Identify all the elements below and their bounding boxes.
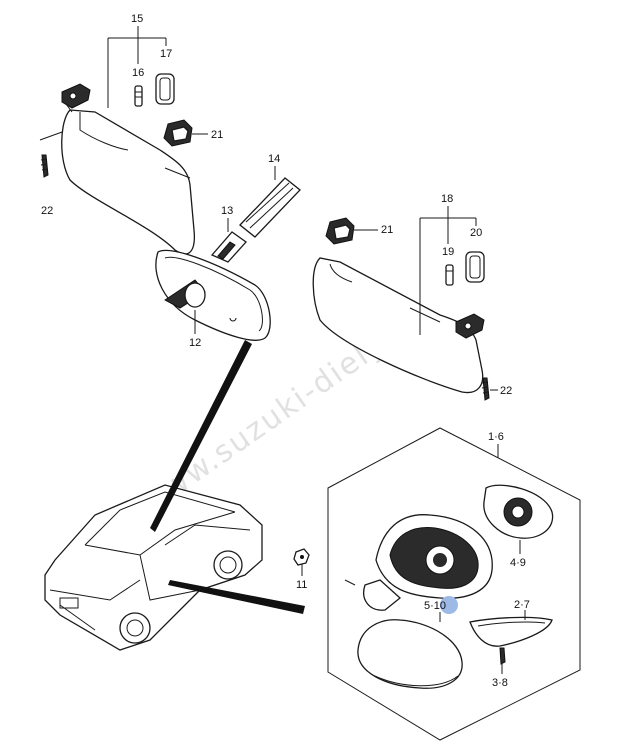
screw-3-8[interactable]	[499, 647, 506, 674]
cover-20[interactable]	[465, 251, 485, 283]
sun-visor-left[interactable]	[61, 83, 196, 255]
label-21-right: 21	[381, 224, 393, 236]
label-22-right: 22	[500, 385, 512, 397]
label-4-9: 4·9	[510, 557, 526, 569]
screw-19[interactable]	[445, 264, 454, 286]
mirror-glass-4-9[interactable]	[483, 484, 554, 539]
label-15: 15	[131, 13, 143, 25]
label-22-left: 22	[41, 205, 53, 217]
label-13: 13	[221, 205, 233, 217]
label-3-8: 3·8	[492, 677, 508, 689]
label-5-10: 5·10	[424, 600, 446, 612]
label-12: 12	[189, 337, 201, 349]
cover-14[interactable]	[239, 177, 301, 238]
leader-lines-15	[107, 26, 167, 108]
turn-signal-2-7[interactable]	[469, 616, 553, 647]
label-21-left: 21	[211, 129, 223, 141]
leader-lines-18	[419, 206, 477, 335]
holder-21-left[interactable]	[163, 119, 208, 147]
label-11: 11	[296, 579, 307, 591]
pointer-to-mirror	[150, 340, 252, 532]
bracket-13[interactable]	[210, 231, 247, 263]
screw-22-left[interactable]	[39, 131, 63, 178]
nut-11[interactable]	[293, 548, 310, 566]
highlight-marker	[440, 596, 458, 614]
label-1-6: 1·6	[488, 431, 504, 443]
screw-22-right[interactable]	[481, 377, 498, 401]
inside-mirror-12[interactable]	[155, 249, 271, 341]
pointer-to-door-mirror	[168, 580, 305, 614]
cover-17[interactable]	[155, 73, 175, 105]
label-2-7: 2·7	[514, 599, 530, 611]
label-20: 20	[470, 227, 482, 239]
label-18: 18	[441, 193, 453, 205]
car-illustration	[44, 484, 263, 651]
screw-16[interactable]	[134, 85, 143, 107]
label-19: 19	[442, 246, 454, 258]
door-mirror-assembly[interactable]	[344, 514, 493, 611]
label-16: 16	[132, 67, 144, 79]
sun-visor-right[interactable]	[312, 257, 485, 394]
holder-21-right[interactable]	[325, 217, 378, 245]
label-14: 14	[268, 153, 280, 165]
label-17: 17	[160, 48, 172, 60]
door-mirror-box	[327, 427, 581, 741]
mirror-cover-5-10[interactable]	[357, 619, 463, 689]
